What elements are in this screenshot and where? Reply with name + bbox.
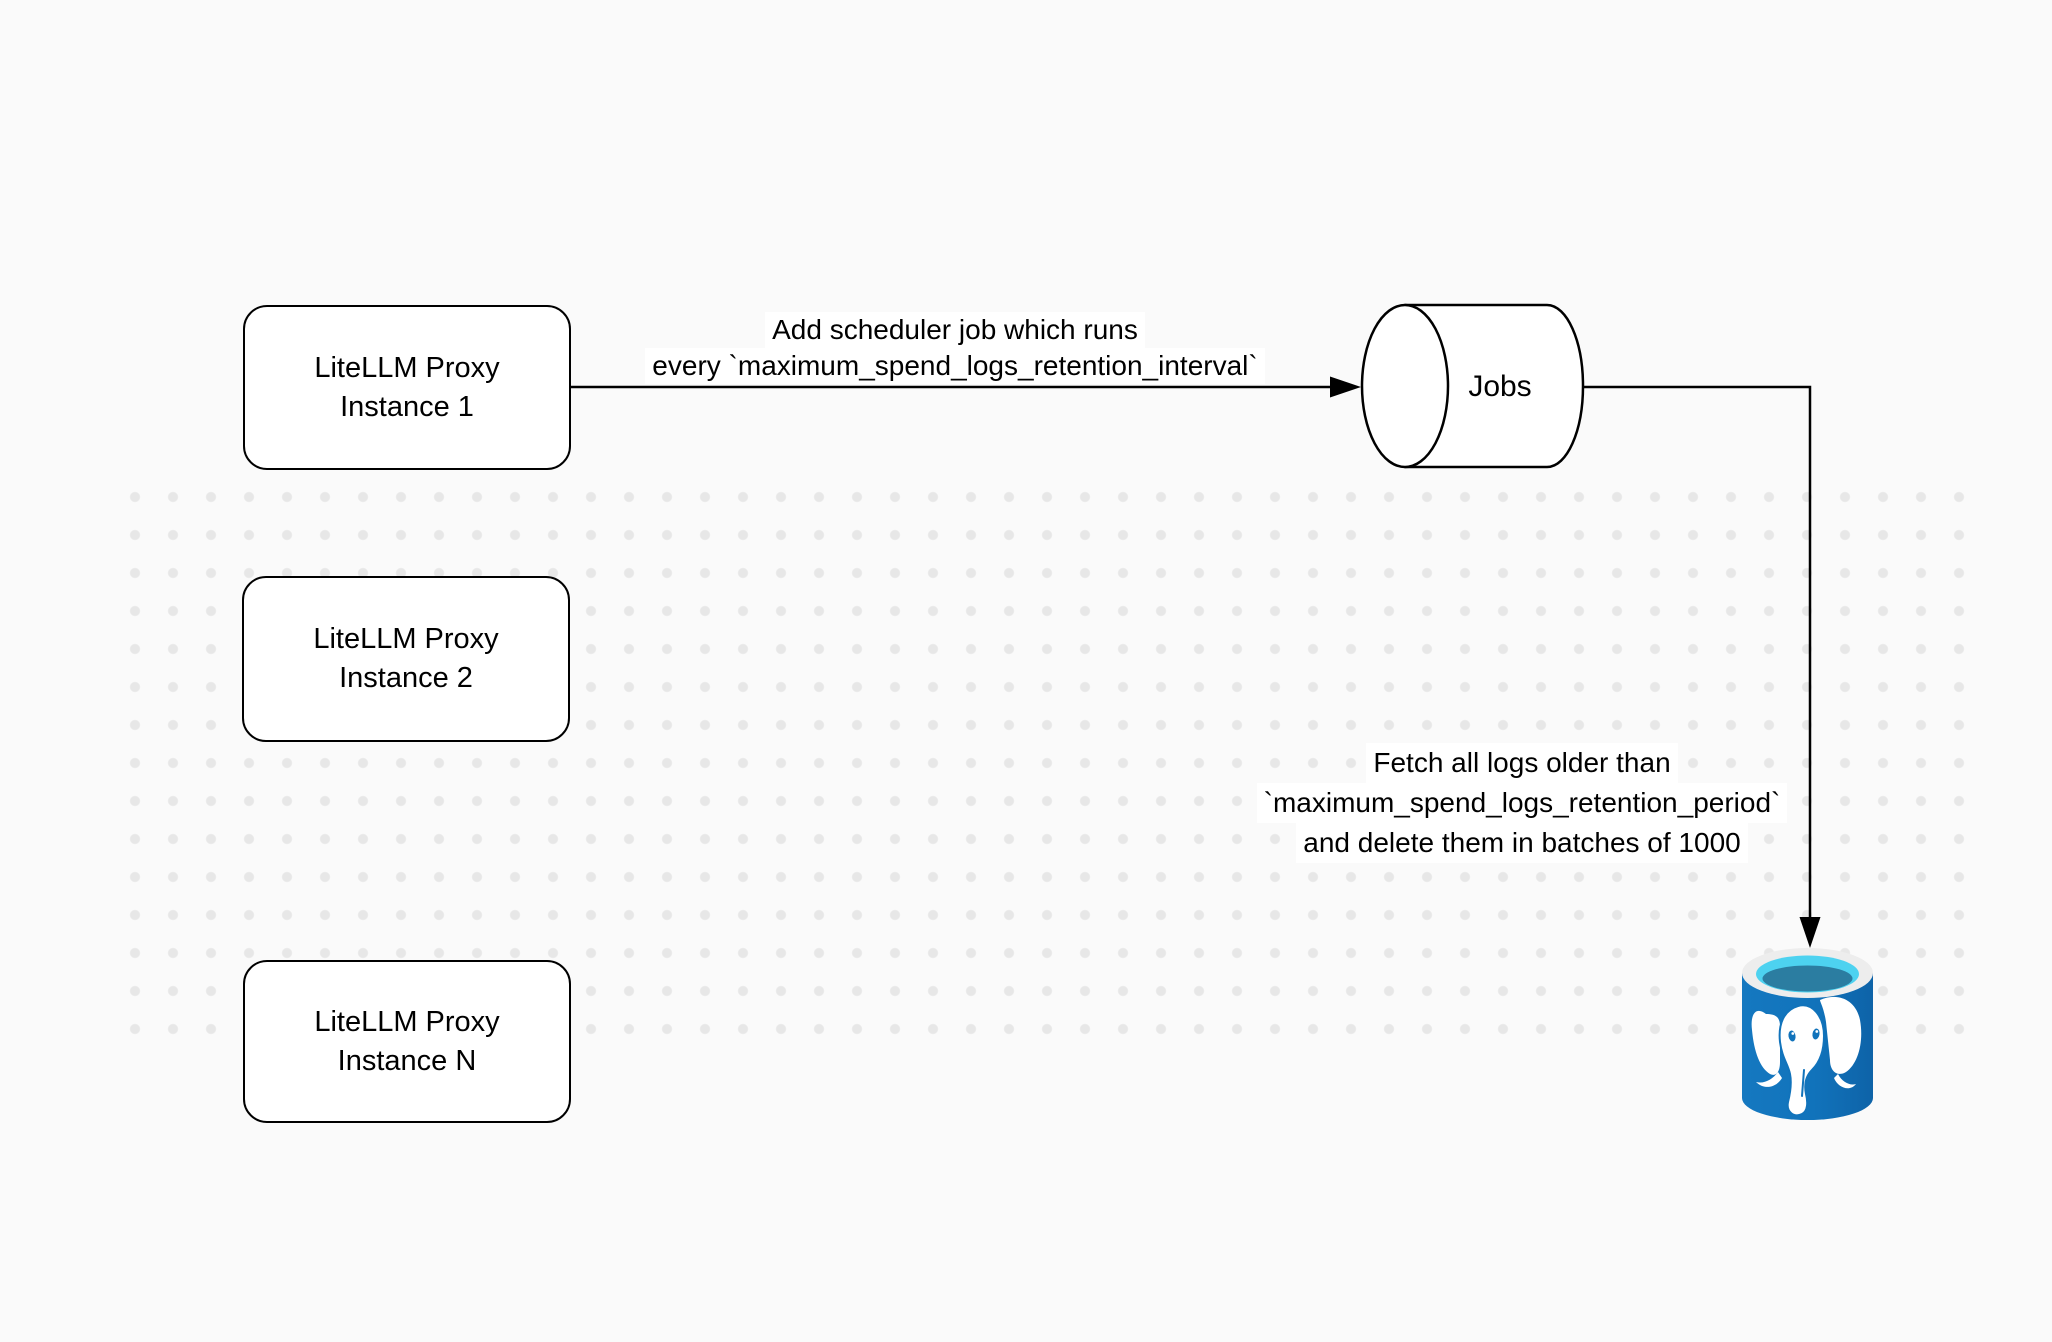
edge-label-line: Add scheduler job which runs bbox=[765, 312, 1145, 348]
postgresql-database-icon bbox=[1742, 948, 1873, 1120]
node-label-line: LiteLLM Proxy bbox=[314, 351, 500, 384]
node-label-line: Instance 2 bbox=[339, 662, 473, 694]
jobs-queue-label: Jobs bbox=[1468, 370, 1532, 403]
arrowhead-right-icon bbox=[1330, 376, 1361, 398]
node-label-line: Instance 1 bbox=[340, 390, 474, 423]
edge-label-line: Fetch all logs older than bbox=[1366, 743, 1678, 783]
edge-label-line: `maximum_spend_logs_retention_period` bbox=[1256, 783, 1788, 823]
edge-label-line: every `maximum_spend_logs_retention_inte… bbox=[645, 348, 1265, 384]
node-label-line: LiteLLM Proxy bbox=[314, 1005, 500, 1038]
edge-label-scheduler: Add scheduler job which runs every `maxi… bbox=[575, 312, 1335, 384]
edge-scheduler-arrow bbox=[571, 376, 1361, 398]
node-jobs-queue bbox=[1360, 303, 1585, 469]
node-litellm-proxy-instance-2: LiteLLM Proxy Instance 2 bbox=[242, 576, 570, 742]
edge-fetch-delete-arrow bbox=[1583, 385, 1821, 948]
node-litellm-proxy-instance-n: LiteLLM Proxy Instance N bbox=[243, 960, 571, 1123]
node-label-line: Instance N bbox=[337, 1044, 477, 1077]
node-label-line: LiteLLM Proxy bbox=[313, 623, 499, 655]
edge-label-line: and delete them in batches of 1000 bbox=[1296, 823, 1748, 863]
postgres-elephant-glyph bbox=[1751, 996, 1862, 1117]
arrowhead-down-icon bbox=[1799, 917, 1821, 948]
node-litellm-proxy-instance-1: LiteLLM Proxy Instance 1 bbox=[243, 305, 571, 470]
edge-label-fetch-delete: Fetch all logs older than `maximum_spend… bbox=[1212, 743, 1832, 863]
